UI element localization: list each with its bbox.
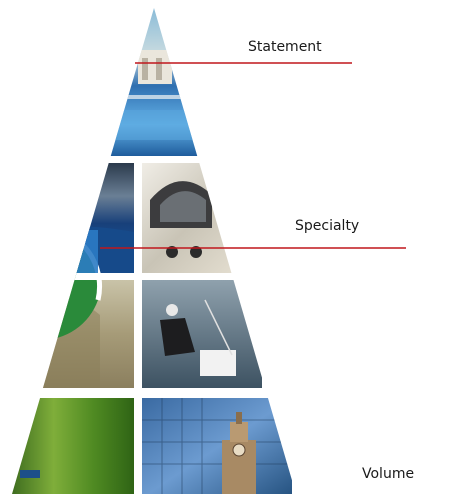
volume-label: Volume: [362, 466, 415, 482]
clock-tower-photo-tile: [142, 398, 292, 494]
tile-gutters: [12, 156, 296, 494]
helmet-photo-tile: [142, 163, 252, 273]
top-photo-tile: [100, 8, 210, 156]
specialty-label: Specialty: [295, 218, 360, 234]
grass-photo-tile: [12, 398, 134, 494]
statement-label: Statement: [248, 39, 322, 55]
sailor-photo-tile: [142, 280, 262, 388]
